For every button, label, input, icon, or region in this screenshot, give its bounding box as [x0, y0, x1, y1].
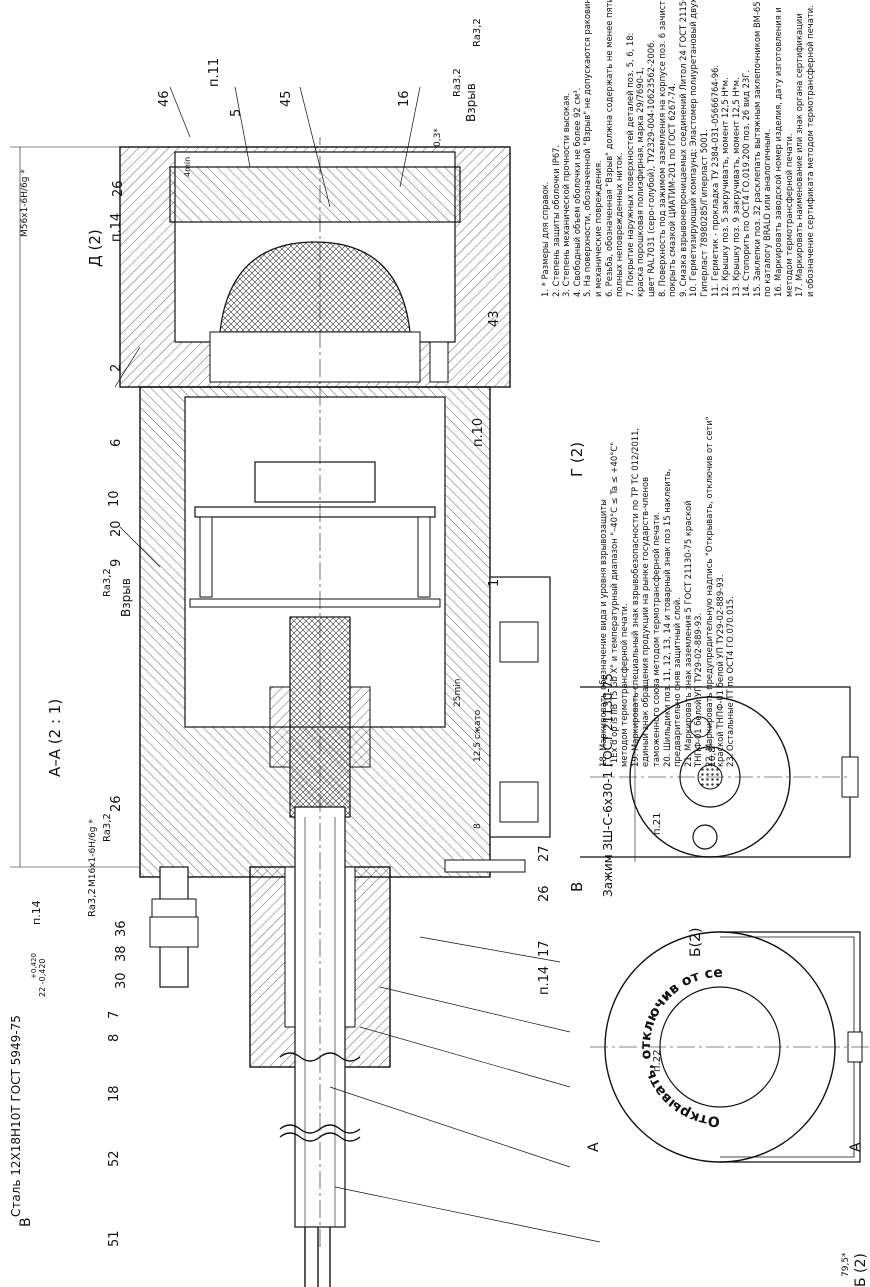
- notes-bottom: 18. Маркировать обозначение вида и уровн…: [598, 416, 736, 767]
- marker-a-left: А: [586, 1142, 602, 1152]
- pos-ra-left: Ra3,2: [87, 888, 98, 917]
- view-b-left-title: Б (2): [853, 1253, 869, 1287]
- pos-38: 38: [114, 945, 129, 962]
- pos-26-top: 26: [111, 180, 126, 197]
- pos-9: 9: [109, 559, 124, 567]
- vzryv-label-2: Взрыв: [119, 578, 133, 617]
- pos-8: 8: [107, 1034, 122, 1042]
- tolerance-sup: +0,420: [30, 953, 38, 979]
- ra-label-2: Ra3,2: [472, 18, 483, 47]
- dim-795: 79,5*: [841, 1252, 851, 1277]
- view-v: [580, 686, 859, 862]
- dim-108: 10,8*: [708, 742, 718, 767]
- dim-4min: 4min: [183, 157, 192, 177]
- marker-a-right: А: [848, 1142, 864, 1152]
- pos-1: 1: [487, 579, 502, 587]
- marker-v: В: [18, 1217, 34, 1227]
- view-b-right-title: Б(2): [688, 928, 704, 957]
- tolerance-label: 22 -0,420: [38, 958, 47, 997]
- pos-p22: п.22: [652, 1050, 663, 1072]
- dim-25min: 25min: [453, 679, 463, 707]
- pos-27: 27: [537, 845, 552, 862]
- dim-03: 0,3*: [433, 128, 443, 147]
- pos-46: 46: [157, 90, 172, 107]
- pos-6: 6: [109, 439, 124, 447]
- notes-top: 1. * Размеры для справок. 2. Степень защ…: [540, 0, 815, 297]
- pos-p10: п.10: [471, 418, 486, 447]
- clamp-label: Зажим ЗШ-С-6х30-1 ГОСТ 21130-75: [601, 673, 615, 897]
- pos-p14-top: п.14: [109, 213, 124, 242]
- thread-label-2: М16х1-6Н/6g *: [88, 819, 98, 887]
- vzryv-label-1: Взрыв: [464, 83, 478, 122]
- dim-125: 12,5 сжато: [473, 709, 483, 762]
- pos-45: 45: [279, 90, 294, 107]
- thread-label-1: М56х1-6Н/6g *: [20, 169, 30, 237]
- pos-5: 5: [229, 109, 244, 117]
- pos-7: 7: [107, 1011, 122, 1019]
- pos-10: 10: [107, 490, 122, 507]
- pos-26-mid: 26: [109, 795, 124, 812]
- pos-p21: п.21: [652, 813, 663, 835]
- ra-label-1: Ra3,2: [452, 68, 463, 97]
- pos-52: 52: [107, 1150, 122, 1167]
- pos-43: 43: [487, 310, 502, 327]
- pos-16: 16: [397, 90, 412, 107]
- pos-p14-low: п.14: [537, 966, 552, 995]
- pos-51: 51: [107, 1230, 122, 1247]
- view-g-title: Г (2): [568, 442, 586, 477]
- pos-20: 20: [109, 520, 124, 537]
- pos-2: 2: [109, 364, 124, 372]
- view-d-title: Д (2): [86, 229, 104, 267]
- ra-label-3: Ra3,2: [102, 568, 113, 597]
- pos-p11: п.11: [207, 58, 222, 87]
- dim-8: 8: [473, 823, 483, 829]
- pos-26-low: 26: [537, 885, 552, 902]
- view-b: [590, 931, 870, 1163]
- pos-18: 18: [107, 1085, 122, 1102]
- pos-30: 30: [114, 972, 129, 989]
- pos-36: 36: [114, 920, 129, 937]
- view-v-title: В: [568, 882, 586, 892]
- steel-label: Сталь 12Х18Н10Т ГОСТ 5949-75: [9, 1015, 23, 1217]
- ra-label-4: Ra3,2: [102, 813, 113, 842]
- section-aa: [10, 86, 601, 1287]
- section-aa-title: А–А (2 : 1): [46, 699, 64, 777]
- pos-p14-left: п.14: [30, 900, 43, 925]
- pos-17: 17: [537, 940, 552, 957]
